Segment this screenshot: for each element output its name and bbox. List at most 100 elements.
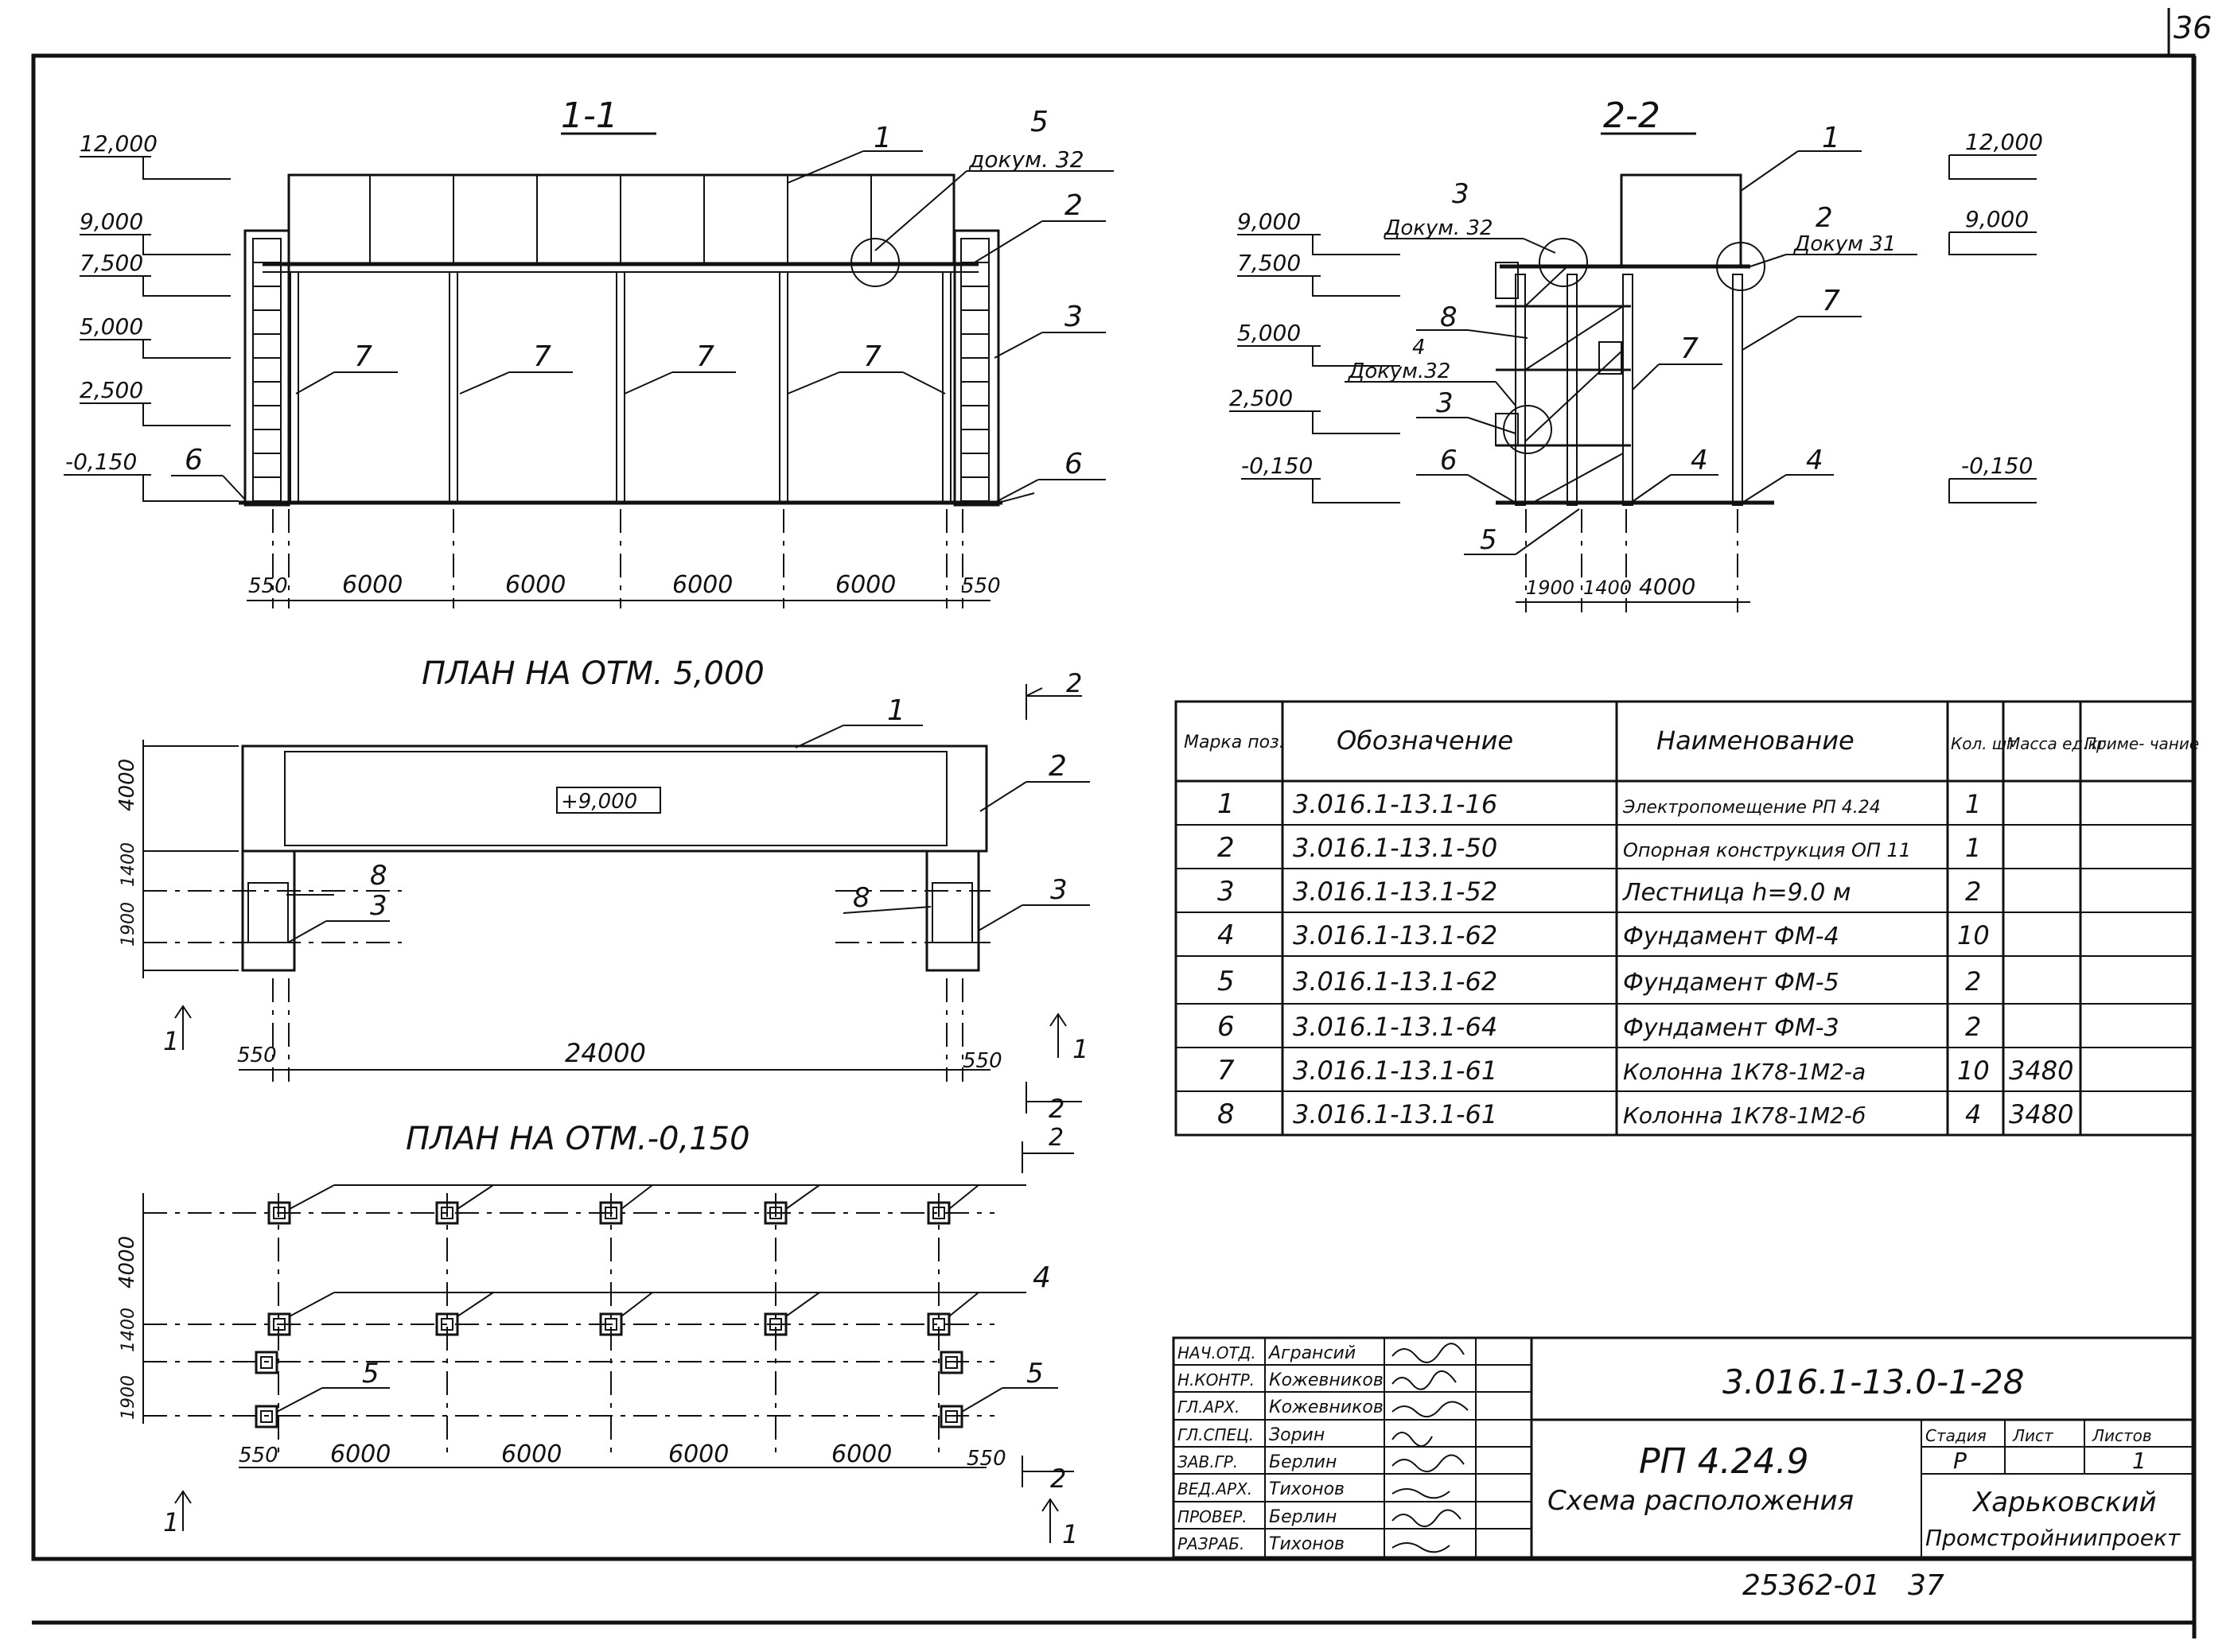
tb-name: Берлин — [1269, 1507, 1337, 1527]
org-line-2: Промстройниипроект — [1925, 1525, 2181, 1551]
callout-label: 7 — [1680, 332, 1699, 365]
sheets-value: 1 — [2132, 1448, 2146, 1474]
dimension: 6000 — [831, 1440, 892, 1468]
callout-label: 6 — [1064, 448, 1083, 480]
table-cell-name: Колонна 1К78-1М2-а — [1623, 1059, 1866, 1085]
table-cell-pos: 1 — [1217, 788, 1235, 820]
table-cell-code: 3.016.1-13.1-62 — [1293, 966, 1497, 997]
callout-label: 4 — [1806, 445, 1823, 476]
title-block: НАЧ.ОТД. Н.КОНТР. ГЛ.АРХ. ГЛ.СПЕЦ. ЗАВ.Г… — [1172, 1336, 2194, 1559]
dimension: 1400 — [119, 1308, 138, 1352]
tb-role: РАЗРАБ. — [1177, 1534, 1244, 1553]
elevation-mark: 5,000 — [80, 313, 143, 340]
callout-label: 6 — [185, 444, 203, 476]
dimension: 6000 — [342, 571, 403, 599]
electroroom-elevation — [263, 173, 979, 287]
table-cell-name: Колонна 1К78-1М2-б — [1623, 1102, 1866, 1129]
drawing-title-2: Схема расположения — [1547, 1485, 1854, 1517]
callouts-1: 1 5 докум. 32 2 3 6 6 7 7 7 7 — [171, 106, 1114, 503]
elevation-mark: 2,500 — [80, 377, 143, 403]
tb-name: Тихонов — [1269, 1479, 1345, 1499]
signatures — [1391, 1343, 1469, 1553]
table-row: 2 3.016.1-13.1-50 Опорная конструкция ОП… — [1217, 832, 1981, 864]
table-cell-name: Опорная конструкция ОП 11 — [1623, 839, 1911, 861]
table-header: Кол. шт — [1951, 734, 2017, 753]
table-cell-pos: 5 — [1217, 966, 1235, 997]
table-row: 3 3.016.1-13.1-52 Лестница h=9.0 м 2 — [1217, 876, 1981, 908]
dimension: 6000 — [668, 1440, 729, 1468]
table-row: 4 3.016.1-13.1-62 Фундамент ФМ-4 10 — [1217, 919, 1990, 951]
dimension: 24000 — [565, 1038, 646, 1068]
table-cell-code: 3.016.1-13.1-50 — [1293, 833, 1497, 863]
stage-value: Р — [1953, 1448, 1967, 1474]
inventory-page: 37 — [1908, 1569, 1944, 1602]
tb-name: Тихонов — [1269, 1534, 1345, 1554]
cut-label: 2 — [1066, 668, 1082, 698]
tb-name: Агрансий — [1267, 1343, 1356, 1363]
callout-label: 5 — [362, 1358, 379, 1390]
dimension: 1400 — [119, 842, 138, 887]
sheets-label: Листов — [2092, 1426, 2152, 1445]
cut-label: 1 — [1062, 1519, 1078, 1549]
dimension: 6000 — [672, 571, 733, 599]
table-cell-qty: 10 — [1957, 920, 1990, 950]
inventory-number: 25362-01 — [1742, 1569, 1880, 1602]
cut-label: 2 — [1049, 1124, 1064, 1152]
table-header: Масса ед.кг — [2006, 734, 2107, 753]
sheet-label: Лист — [2012, 1426, 2054, 1445]
callout-label: 2 — [1064, 189, 1083, 222]
dimension: 550 — [248, 574, 288, 598]
callout-label: 3 — [1452, 178, 1469, 210]
dimension: 1900 — [119, 902, 138, 946]
callout-doc: Докум 31 — [1793, 232, 1896, 256]
table-cell-qty: 1 — [1965, 789, 1981, 819]
callout-label: 1 — [887, 694, 905, 727]
dimension: 1900 — [1526, 577, 1574, 599]
tb-role: НАЧ.ОТД. — [1177, 1343, 1256, 1362]
elevation-marks-2-right: 12,000 9,000 -0,150 — [1948, 129, 2043, 503]
callout-label: 4 — [1691, 445, 1708, 476]
stair-right — [953, 229, 1000, 507]
table-cell-name: Фундамент ФМ-4 — [1623, 923, 1839, 950]
cut-label: 1 — [1072, 1034, 1088, 1064]
table-cell-qty: 10 — [1957, 1055, 1990, 1086]
cut-marks-5000: 2 1 1 2 — [163, 668, 1088, 1124]
table-cell-pos: 3 — [1217, 876, 1235, 908]
dimension: 550 — [237, 1044, 277, 1067]
table-header: Наименование — [1656, 725, 1855, 756]
tb-role: ВЕД.АРХ. — [1177, 1479, 1252, 1498]
plan-5000: ПЛАН НА ОТМ. 5,000 +9,000 4000 1400 1900… — [115, 655, 1090, 1124]
callout-doc: Докум. 32 — [1384, 216, 1493, 240]
table-cell-mass: 3480 — [2009, 1055, 2073, 1086]
callout-label: 2 — [1816, 202, 1833, 234]
table-cell-qty: 1 — [1965, 833, 1981, 863]
stair-left — [243, 229, 290, 507]
table-cell-code: 3.016.1-13.1-61 — [1293, 1055, 1497, 1086]
callout-label: 5 — [1480, 524, 1497, 556]
table-cell-pos: 7 — [1217, 1055, 1235, 1086]
elevation-mark: 7,500 — [1237, 250, 1301, 276]
table-header: Обозначение — [1337, 725, 1513, 756]
tb-role: ГЛ.АРХ. — [1177, 1397, 1240, 1417]
callout-label: 7 — [533, 340, 551, 373]
elevation-mark: 9,000 — [1965, 206, 2029, 232]
tb-role: Н.КОНТР. — [1177, 1370, 1255, 1390]
dimension: 550 — [967, 1447, 1006, 1471]
elevation-mark: 12,000 — [1965, 129, 2043, 155]
table-cell-qty: 2 — [1965, 877, 1981, 907]
sheet-number: 36 — [2174, 10, 2212, 45]
tb-name: Берлин — [1269, 1452, 1337, 1472]
table-row: 6 3.016.1-13.1-64 Фундамент ФМ-3 2 — [1217, 1011, 1981, 1043]
tb-name: Кожевников — [1269, 1370, 1384, 1390]
elevation-mark: 7,500 — [80, 250, 143, 276]
callout-label: 3 — [370, 890, 387, 922]
elevation-mark: 9,000 — [80, 208, 143, 235]
table-cell-qty: 2 — [1965, 1012, 1981, 1042]
callout-label: 3 — [1436, 387, 1454, 419]
callout-label: 5 — [1026, 1358, 1044, 1390]
stage-label: Стадия — [1925, 1426, 1987, 1445]
dimension: 550 — [963, 1049, 1002, 1073]
foundations-fm4 — [267, 1201, 951, 1336]
callout-label: 6 — [1440, 445, 1458, 476]
